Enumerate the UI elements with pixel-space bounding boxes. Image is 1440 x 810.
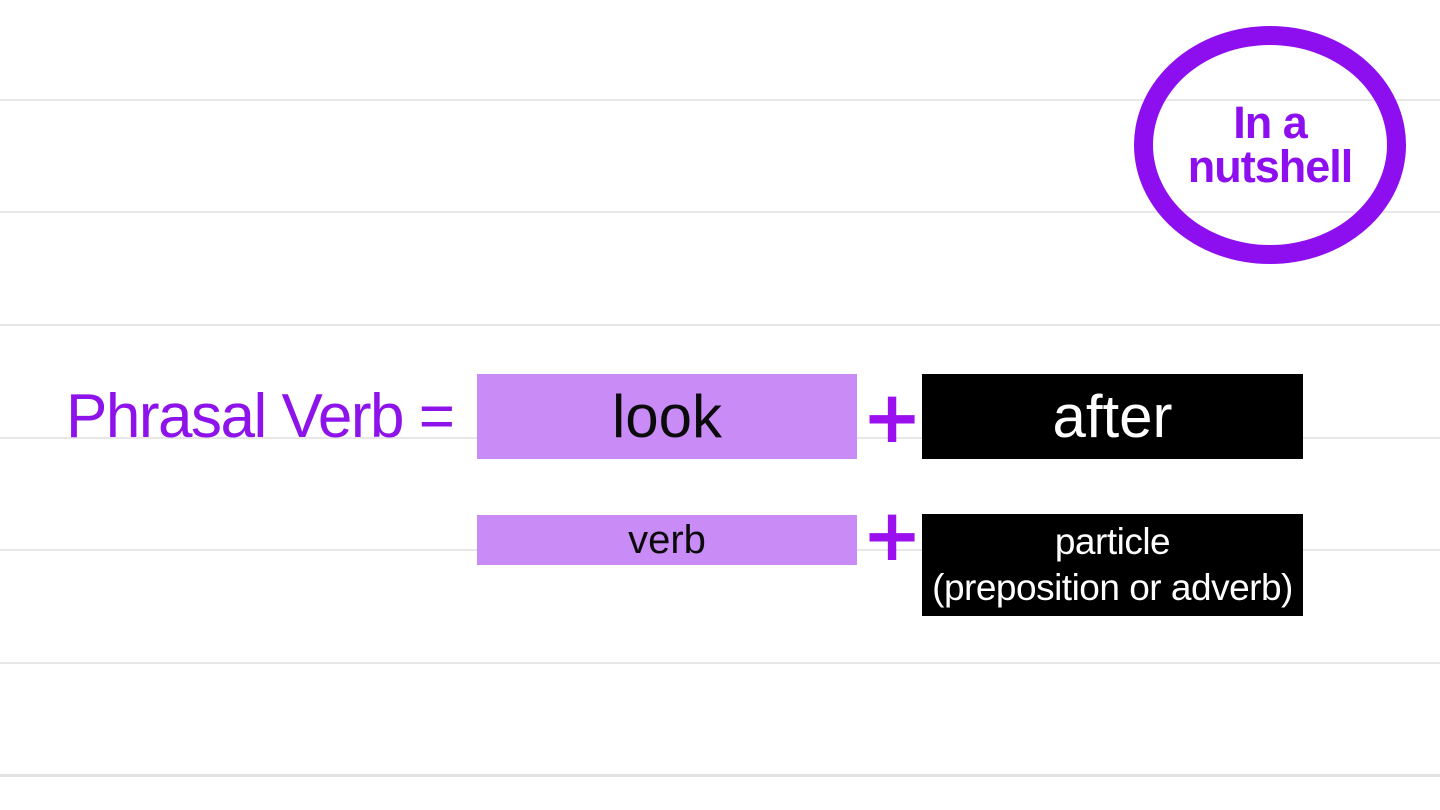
verb-example-box: look bbox=[477, 374, 857, 459]
ruled-line bbox=[0, 324, 1440, 326]
ruled-line bbox=[0, 662, 1440, 664]
particle-category-box: particle (preposition or adverb) bbox=[922, 514, 1303, 616]
plus-operator-icon: + bbox=[861, 493, 923, 577]
badge-text-line1: In a bbox=[1233, 97, 1308, 148]
verb-category-box: verb bbox=[477, 515, 857, 565]
particle-category-note: (preposition or adverb) bbox=[932, 567, 1293, 608]
badge-text-line2: nutshell bbox=[1187, 141, 1354, 192]
plus-operator-icon: + bbox=[861, 374, 923, 459]
ruled-line bbox=[0, 211, 1440, 213]
particle-category-text: particle bbox=[1054, 521, 1171, 562]
ruled-line bbox=[0, 99, 1440, 101]
particle-example-box: after bbox=[922, 374, 1303, 459]
verb-example-text: look bbox=[611, 383, 723, 450]
verb-category-text: verb bbox=[628, 517, 706, 562]
particle-example-text: after bbox=[1052, 383, 1173, 450]
equation-label: Phrasal Verb = bbox=[66, 382, 455, 451]
ruled-line bbox=[0, 774, 1440, 777]
nutshell-badge: In a nutshell bbox=[1134, 26, 1406, 264]
